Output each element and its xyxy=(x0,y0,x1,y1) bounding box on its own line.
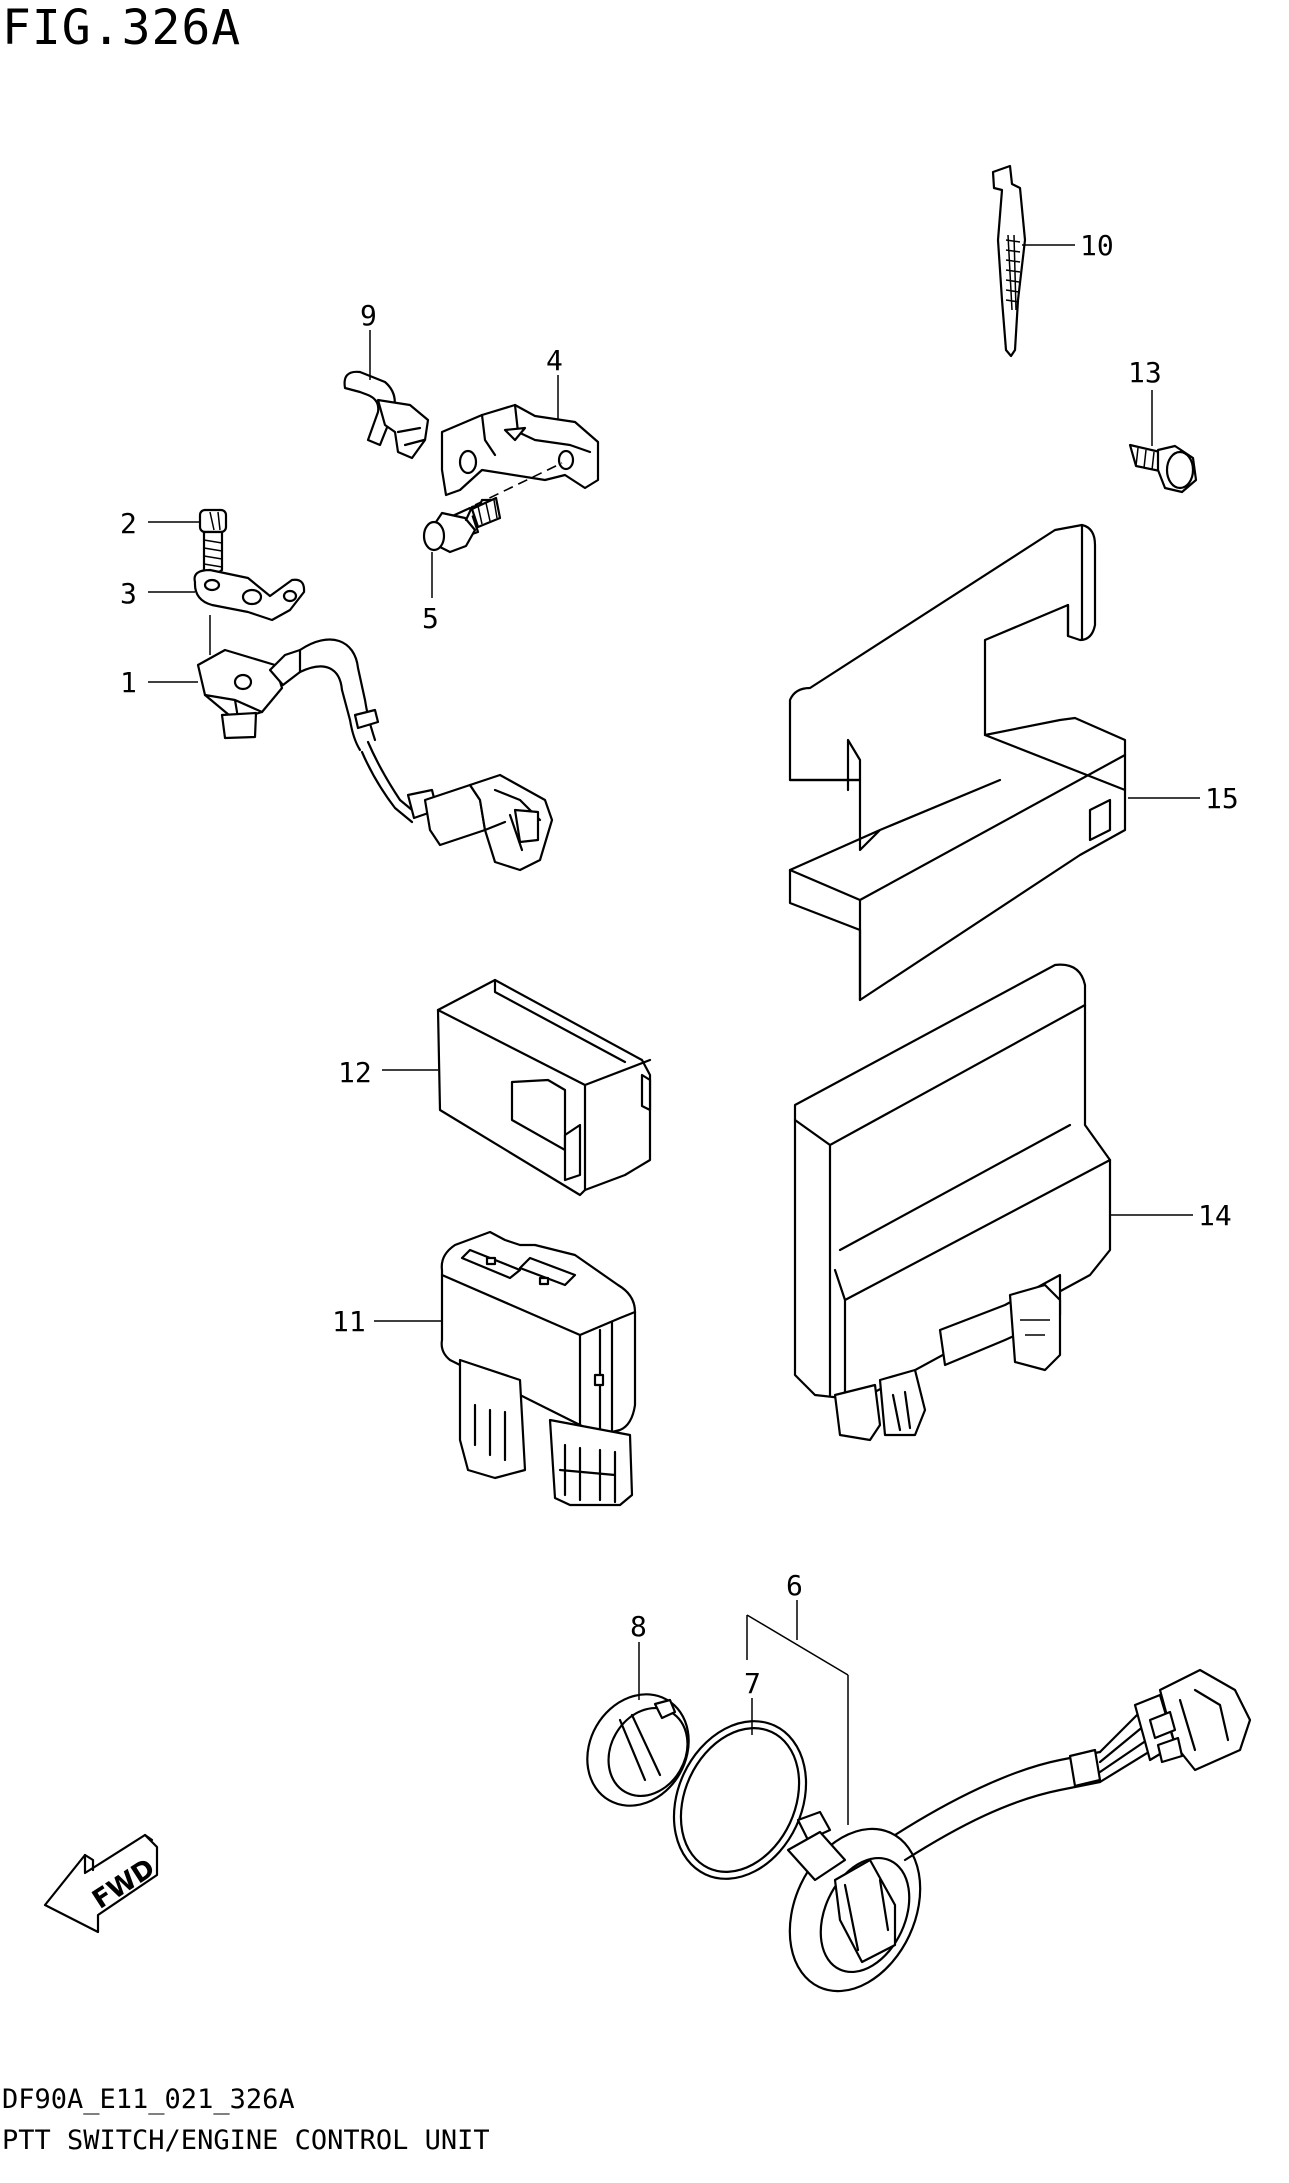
cable-tie-part[interactable] xyxy=(991,164,1075,358)
wire-clamp-part[interactable] xyxy=(343,330,430,460)
ecm-cover-part[interactable] xyxy=(788,523,1200,1002)
control-unit-part[interactable] xyxy=(374,1230,637,1507)
forward-direction-arrow: FWD xyxy=(43,1833,161,1934)
callout-14: 14 xyxy=(1198,1199,1232,1232)
control-unit-cover-part[interactable] xyxy=(382,978,652,1197)
engine-control-module-part[interactable] xyxy=(793,963,1193,1442)
callout-5: 5 xyxy=(422,602,439,635)
figure-code: DF90A_E11_021_326A xyxy=(2,2084,295,2115)
callout-3: 3 xyxy=(120,577,137,610)
trim-switch-cap-part[interactable] xyxy=(567,1642,708,1824)
callout-1: 1 xyxy=(120,666,137,699)
callout-11: 11 xyxy=(332,1305,366,1338)
screw-part[interactable] xyxy=(148,508,228,578)
callout-8: 8 xyxy=(630,1610,647,1643)
callout-2: 2 xyxy=(120,507,137,540)
callout-13: 13 xyxy=(1128,356,1162,389)
callout-6: 6 xyxy=(786,1569,803,1602)
bracket-part[interactable] xyxy=(440,375,600,506)
o-ring-part[interactable] xyxy=(649,1698,831,1901)
ptt-switch-part[interactable] xyxy=(148,615,554,872)
trim-switch-harness-part[interactable] xyxy=(765,1668,1252,2012)
callout-6-leader xyxy=(746,1600,849,1825)
figure-description: PTT SWITCH/ENGINE CONTROL UNIT xyxy=(2,2125,490,2156)
figure-title: FIG.326A xyxy=(2,0,242,56)
callout-9: 9 xyxy=(360,299,377,332)
callout-12: 12 xyxy=(338,1056,372,1089)
callout-10: 10 xyxy=(1080,229,1114,262)
switch-plate-part[interactable] xyxy=(148,568,306,622)
callout-15: 15 xyxy=(1205,782,1239,815)
bolt-5-part[interactable] xyxy=(422,496,502,598)
callout-4: 4 xyxy=(546,344,563,377)
bolt-13-part[interactable] xyxy=(1128,390,1198,494)
callout-7: 7 xyxy=(744,1667,761,1700)
